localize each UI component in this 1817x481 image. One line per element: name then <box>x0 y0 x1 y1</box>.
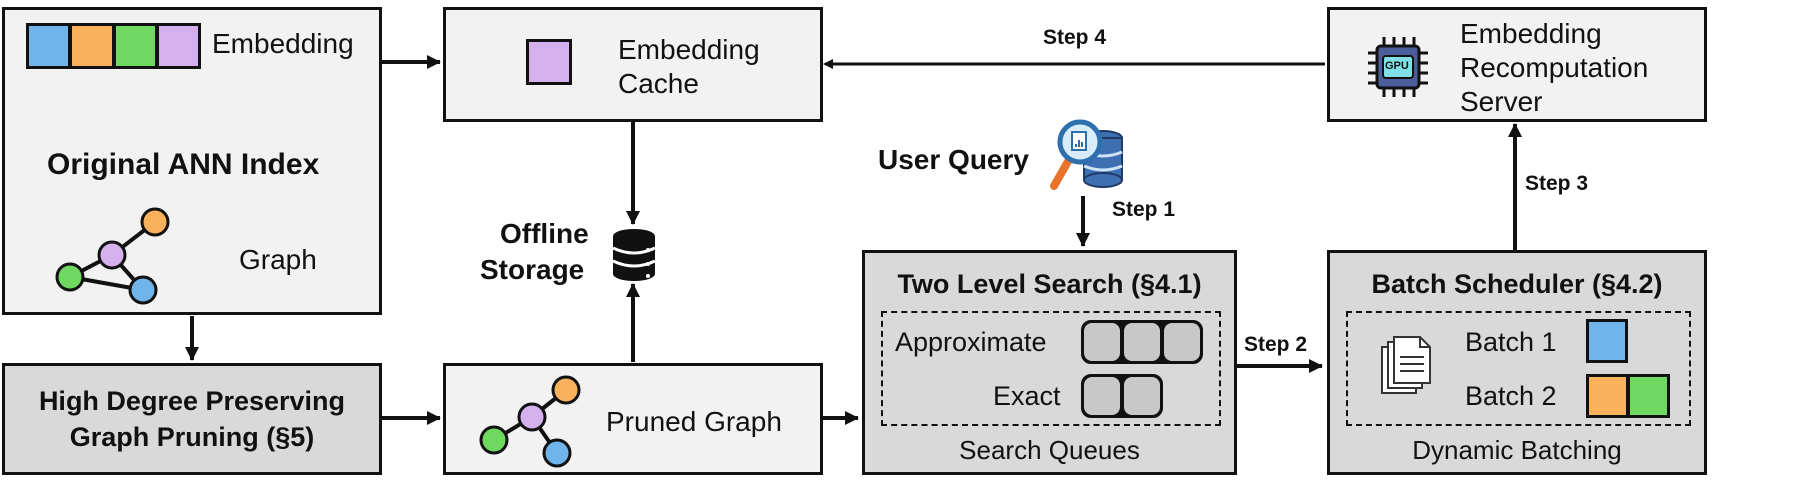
pruned-graph-label: Pruned Graph <box>606 406 782 437</box>
cache-label-line2: Cache <box>618 68 699 99</box>
approx-queue-cell <box>1124 323 1160 361</box>
batch2-label: Batch 2 <box>1465 381 1557 411</box>
gpu-chip-icon <box>1368 37 1428 97</box>
embedding-label: Embedding <box>212 28 354 59</box>
user-query-label: User Query <box>878 144 1029 175</box>
documents-icon <box>1381 336 1431 394</box>
batch-scheduler-box: Batch Scheduler (§4.2) Batch 1 Batch 2 D… <box>1327 250 1707 475</box>
exact-queue-cell <box>1124 377 1160 415</box>
embedding-cell-blue <box>29 26 69 66</box>
offline-storage-line2: Storage <box>480 254 585 285</box>
approx-queue-cell <box>1164 323 1200 361</box>
search-queues-frame: Approximate Exact <box>881 311 1221 426</box>
graph-icon <box>55 207 170 305</box>
recomputation-server-box: GPU Embedding Recomputation Server <box>1327 7 1707 122</box>
server-label-line2: Recomputation <box>1460 52 1649 83</box>
batch-scheduler-title: Batch Scheduler (§4.2) <box>1371 269 1663 299</box>
embedding-cell-orange <box>72 26 112 66</box>
batch2-item-green <box>1630 377 1667 415</box>
batch1-item-blue <box>1586 319 1628 363</box>
gpu-chip-label: GPU <box>1385 60 1409 72</box>
step2-label: Step 2 <box>1244 333 1308 356</box>
exact-label: Exact <box>993 381 1061 411</box>
server-label-line1: Embedding <box>1460 18 1602 49</box>
query-search-icon <box>1050 119 1123 190</box>
step1-label: Step 1 <box>1112 198 1176 221</box>
dynamic-batching-label: Dynamic Batching <box>1412 435 1622 465</box>
graph-pruning-box: High Degree Preserving Graph Pruning (§5… <box>2 363 382 475</box>
cache-embedding-icon <box>526 39 572 85</box>
approx-queue-cell <box>1084 323 1120 361</box>
server-label-line3: Server <box>1460 86 1543 117</box>
approximate-queue <box>1081 320 1203 364</box>
cache-label-line1: Embedding <box>618 34 760 65</box>
embedding-cache-box: Embedding Cache <box>443 7 823 122</box>
graph-label: Graph <box>239 244 317 275</box>
search-queues-label: Search Queues <box>959 435 1140 465</box>
embedding-cell-purple <box>158 26 198 66</box>
offline-storage-line1: Offline <box>500 218 589 249</box>
batch2-items <box>1586 374 1670 418</box>
step4-label: Step 4 <box>1043 26 1107 49</box>
approximate-label: Approximate <box>895 327 1047 357</box>
step3-label: Step 3 <box>1525 172 1589 195</box>
original-ann-index-box: Embedding Original ANN Index Graph <box>2 7 382 315</box>
original-index-title: Original ANN Index <box>47 148 320 181</box>
pruned-graph-box: Pruned Graph <box>443 363 823 475</box>
pruning-label-line2: Graph Pruning (§5) <box>69 422 315 452</box>
pruning-label-line1: High Degree Preserving <box>38 386 346 416</box>
pruned-graph-icon <box>479 375 581 468</box>
two-level-search-box: Two Level Search (§4.1) Approximate Exac… <box>862 250 1237 475</box>
database-icon <box>612 229 656 281</box>
embedding-cell-green <box>115 26 155 66</box>
two-level-search-title: Two Level Search (§4.1) <box>897 269 1202 299</box>
exact-queue <box>1081 374 1163 418</box>
embedding-strip <box>26 23 201 69</box>
batch2-item-orange <box>1589 377 1626 415</box>
batch1-label: Batch 1 <box>1465 327 1557 357</box>
dynamic-batching-frame: Batch 1 Batch 2 <box>1346 311 1691 426</box>
exact-queue-cell <box>1084 377 1120 415</box>
